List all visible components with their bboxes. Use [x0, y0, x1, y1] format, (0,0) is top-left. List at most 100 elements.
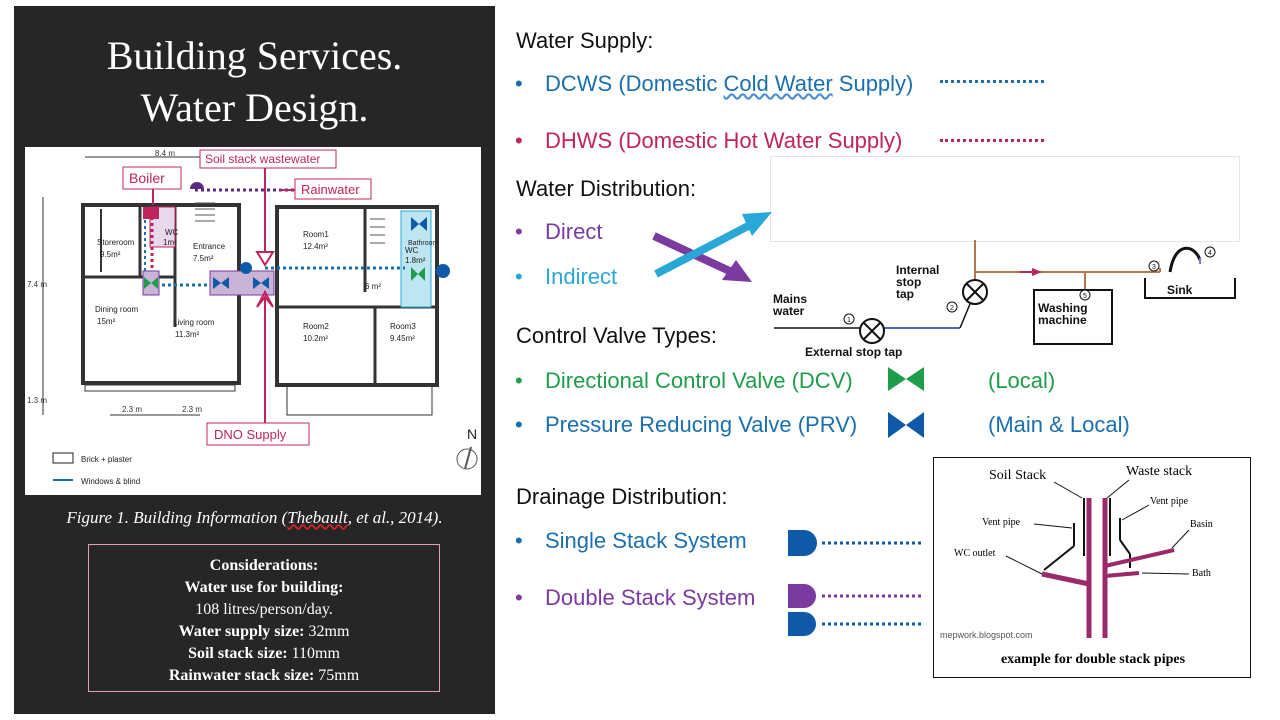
- dhws-label: DHWS (Domestic Hot Water Supply): [545, 128, 903, 153]
- mains-water-1: Mains: [773, 292, 807, 306]
- soil-value: 110mm: [287, 645, 340, 662]
- label-rainwater: Rainwater: [301, 182, 360, 197]
- north-arrow-icon: [456, 448, 478, 470]
- dim-b2: 2.3 m: [182, 405, 202, 414]
- internal-stop-tap-3: tap: [896, 287, 914, 301]
- slide-title-line2: Water Design.: [140, 85, 369, 130]
- external-stop-tap: External stop tap: [805, 345, 902, 359]
- bullet-dot: •: [515, 128, 523, 153]
- internal-stop-tap-2: stop: [896, 275, 921, 289]
- soil-label: Soil stack size:: [188, 645, 288, 662]
- double-stack-diagram: Soil Stack Waste stack Vent pipe Vent pi…: [933, 457, 1251, 678]
- num-1: 1: [847, 317, 851, 324]
- washing-machine-1: Washing: [1038, 301, 1088, 315]
- label-boiler: Boiler: [129, 170, 165, 186]
- double-stack-caption: example for double stack pipes: [1000, 652, 1186, 667]
- double-stack-label: Double Stack System: [545, 585, 756, 610]
- dcws-line-icon: [940, 80, 1044, 83]
- room-room1: Room1: [303, 230, 329, 239]
- heading-water-supply: Water Supply:: [516, 28, 654, 53]
- room-room3-area: 9.45m²: [390, 334, 415, 343]
- legend-windows: Windows & blind: [81, 477, 140, 486]
- dcv-valve-icon: [888, 367, 924, 391]
- bullet-dcws: • DCWS (Domestic Cold Water Supply): [515, 71, 914, 97]
- room-storeroom: Storeroom: [97, 238, 135, 247]
- bullet-double-stack: • Double Stack System: [515, 585, 756, 611]
- arrow-icon: [654, 220, 754, 278]
- considerations-box: Considerations: Water use for building: …: [88, 544, 440, 692]
- dim-bottom-left: 1.3 m: [27, 396, 47, 405]
- vent-pipe-right-label: Vent pipe: [1150, 496, 1189, 507]
- slide-title-line1: Building Services.: [106, 33, 403, 78]
- room-bath: Bathroom: [408, 240, 439, 247]
- caption-pre: Figure 1. Building Information (: [66, 508, 288, 527]
- floor-plan-drawing: 8.4 m 7.4 m 1.3 m 2.3 m 2.3 m: [27, 149, 478, 486]
- double-stack-drawing: [1005, 479, 1190, 638]
- dim-left: 7.4 m: [27, 280, 47, 289]
- room-wc1: WC: [165, 228, 179, 237]
- room-dining: Dining room: [95, 305, 138, 314]
- sink-label: Sink: [1167, 283, 1193, 297]
- bullet-dhws: • DHWS (Domestic Hot Water Supply): [515, 128, 903, 154]
- bullet-direct: • Direct: [515, 219, 603, 245]
- soil-stack-label: Soil Stack: [989, 468, 1047, 483]
- rain-label: Rainwater stack size:: [168, 667, 315, 684]
- bullet-dot: •: [515, 71, 523, 96]
- label-dno-supply: DNO Supply: [214, 427, 287, 442]
- water-use-label: Water use for building:: [184, 579, 344, 596]
- dhws-line-icon: [940, 139, 1044, 142]
- room-hall: 6 m²: [365, 282, 381, 291]
- dcws-pre: DCWS (Domestic: [545, 71, 724, 96]
- caption-author: Thebault: [287, 508, 348, 527]
- considerations-title: Considerations:: [209, 557, 319, 574]
- room-storeroom-area: 9.5m²: [100, 250, 121, 259]
- floor-plan: 8.4 m 7.4 m 1.3 m 2.3 m 2.3 m: [25, 147, 481, 495]
- prv-scope: (Main & Local): [988, 412, 1130, 437]
- room-entrance-area: 7.5m²: [193, 254, 214, 263]
- slide-title: Building Services. Water Design.: [14, 30, 495, 134]
- wc-outlet-label: WC outlet: [954, 548, 996, 559]
- num-3: 3: [1152, 264, 1156, 271]
- room-room2: Room2: [303, 322, 329, 331]
- bath-label: Bath: [1192, 568, 1211, 579]
- room-wc1-area: 1m²: [163, 238, 177, 247]
- bullet-prv: • Pressure Reducing Valve (PRV): [515, 412, 857, 438]
- bullet-dot: •: [515, 219, 523, 244]
- bullet-dot: •: [515, 528, 523, 553]
- room-room2-area: 10.2m²: [303, 334, 328, 343]
- bullet-dcv: • Directional Control Valve (DCV): [515, 368, 853, 394]
- legend-brick: Brick + plaster: [81, 455, 132, 464]
- vent-pipe-left-label: Vent pipe: [982, 517, 1021, 528]
- dcv-scope: (Local): [988, 368, 1056, 393]
- internal-stop-tap-1: Internal: [896, 263, 939, 277]
- room-room3: Room3: [390, 322, 416, 331]
- room-entrance: Entrance: [193, 242, 226, 251]
- room-living: Living room: [173, 318, 215, 327]
- bullet-indirect: • Indirect: [515, 264, 618, 290]
- dcws-post: Supply): [832, 71, 914, 96]
- north-label: N: [467, 426, 477, 442]
- dcv-label: Directional Control Valve (DCV): [545, 368, 853, 393]
- bullet-dot: •: [515, 368, 523, 393]
- room-dining-area: 15m²: [97, 317, 116, 326]
- mains-water-2: water: [772, 304, 805, 318]
- indirect-label: Indirect: [545, 264, 618, 289]
- caption-post: , et al., 2014).: [347, 508, 443, 527]
- supply-label: Water supply size:: [178, 623, 305, 640]
- label-soil-stack: Soil stack wastewater: [205, 152, 320, 166]
- room-wc2-area: 1.8m²: [405, 256, 426, 265]
- heading-control-valve-types: Control Valve Types:: [516, 323, 717, 348]
- dcws-mid: Cold Water: [723, 71, 833, 96]
- distribution-diagram: 1 2 3 4 5 Internal stop tap Mains water …: [652, 212, 1236, 359]
- dim-b1: 2.3 m: [122, 405, 142, 414]
- bullet-dot: •: [515, 412, 523, 437]
- drain-trap-icon: [788, 530, 924, 556]
- prv-valve-icon: [888, 412, 924, 438]
- figure-caption: Figure 1. Building Information (Thebault…: [14, 508, 495, 528]
- washing-machine-2: machine: [1038, 313, 1087, 327]
- dim-top: 8.4 m: [155, 149, 175, 158]
- heading-water-distribution: Water Distribution:: [516, 176, 697, 201]
- direct-label: Direct: [545, 219, 603, 244]
- heading-drainage-distribution: Drainage Distribution:: [516, 484, 728, 509]
- waste-stack-label: Waste stack: [1126, 464, 1193, 479]
